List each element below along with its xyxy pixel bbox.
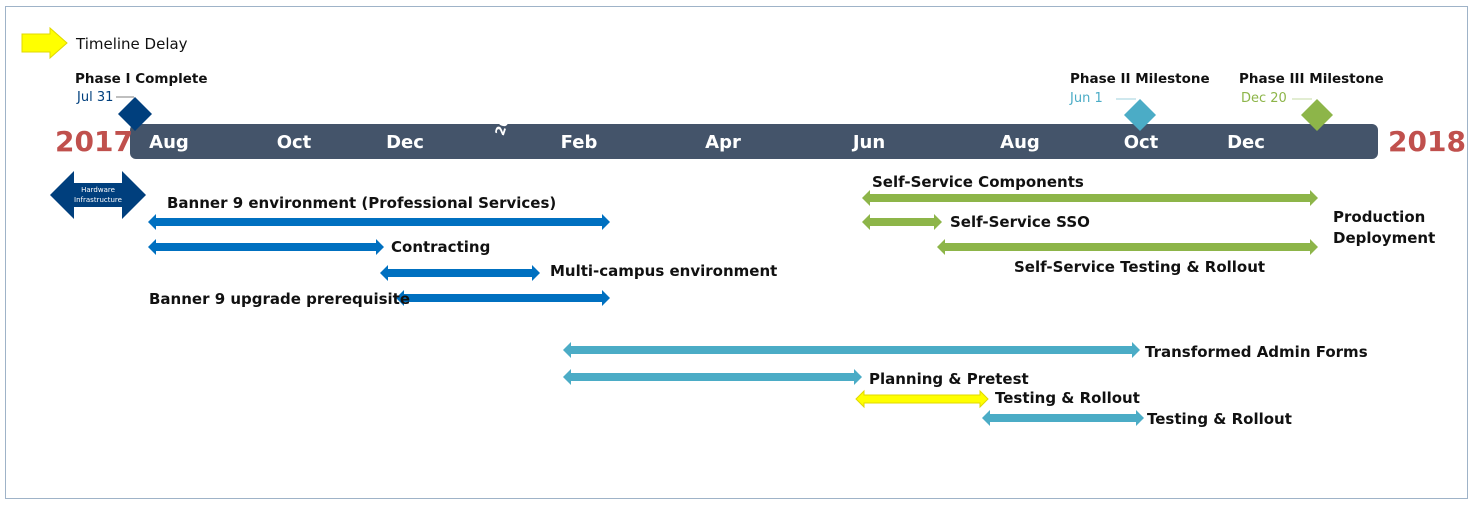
month-label: Apr [705,132,741,153]
month-label: Jun [852,132,886,153]
bar-testing [982,410,1144,426]
legend-label: Timeline Delay [76,35,188,53]
month-label: Dec [386,132,424,153]
task-label-testing: Testing & Rollout [1147,410,1292,428]
task-label-ss-components: Self-Service Components [872,173,1084,191]
task-label-banner-env: Banner 9 environment (Professional Servi… [167,194,557,212]
task-label-ss-testing: Self-Service Testing & Rollout [1014,258,1266,276]
bar-banner-env [148,214,610,230]
month-label: Feb [560,132,598,153]
task-label-production: Production Deployment [1333,208,1436,247]
milestone-title-phase3: Phase III Milestone [1239,71,1384,87]
month-label: Aug [149,132,189,153]
task-label-testing-delay: Testing & Rollout [995,389,1140,407]
milestone-date-phase1: Jul 31 [77,90,114,105]
milestone-diamond-phase3 [1301,99,1333,131]
hardware-arrow [50,171,146,219]
bar-multi-campus [380,265,540,281]
milestone-diamond-phase2 [1124,99,1156,131]
month-label: Aug [1000,132,1040,153]
year-start: 2017 [55,125,133,158]
legend-delay-arrow [21,26,68,60]
month-label: Dec [1227,132,1265,153]
task-label-admin-forms: Transformed Admin Forms [1145,343,1368,361]
task-label-ss-sso: Self-Service SSO [950,213,1090,231]
milestone-date-phase3: Dec 20 [1241,91,1287,106]
milestone-title-phase2: Phase II Milestone [1070,71,1210,87]
timeline-frame [5,6,1468,499]
bar-testing-delay [855,389,989,409]
bar-upgrade-prereq [396,290,610,306]
task-label-planning: Planning & Pretest [869,370,1029,388]
task-label-upgrade-prereq: Banner 9 upgrade prerequisite [149,290,411,308]
task-label-multi-campus: Multi-campus environment [550,262,778,280]
milestone-date-phase2: Jun 1 [1070,91,1103,106]
bar-admin-forms [563,342,1140,358]
bar-contracting [148,239,384,255]
milestone-title-phase1: Phase I Complete [75,71,208,87]
month-label: Oct [276,132,312,153]
bar-ss-components [862,190,1318,206]
timeline-track [130,124,1378,159]
month-label: Oct [1123,132,1159,153]
hardware-label-line2: Infrastructure [74,196,122,204]
bar-planning [563,369,862,385]
hardware-label-line1: Hardware [81,186,115,194]
bar-ss-testing [937,239,1318,255]
task-label-contracting: Contracting [391,238,491,256]
year-end: 2018 [1388,125,1466,158]
bar-ss-sso [862,214,942,230]
milestone-diamond-phase1 [118,97,152,131]
hardware-label: Hardware Infrastructure [74,185,122,205]
